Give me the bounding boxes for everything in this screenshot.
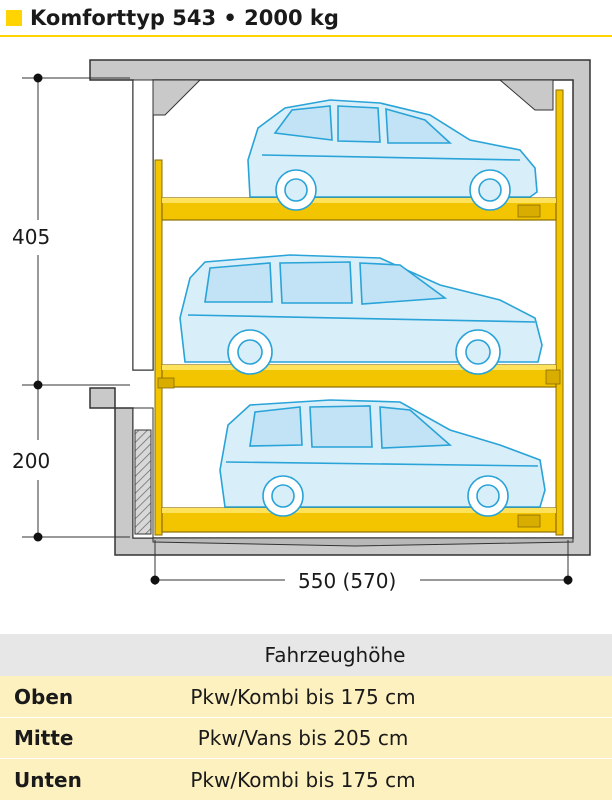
header: Komforttyp 543 • 2000 kg: [0, 0, 612, 40]
header-rule: [0, 35, 612, 37]
accent-square: [6, 10, 22, 26]
table-header-row: Fahrzeughöhe: [0, 634, 612, 677]
platform-middle: [157, 364, 561, 389]
car-bottom-icon: [219, 399, 546, 517]
dimension-height-pit: 200: [12, 449, 50, 473]
lift-posts: [154, 89, 564, 536]
platform-top: [161, 197, 557, 221]
hatched-wall: [134, 429, 152, 535]
table-row: Mitte Pkw/Vans bis 205 cm: [0, 716, 612, 759]
dimension-height-total: 405: [12, 225, 50, 249]
concrete-structure: [89, 59, 591, 556]
car-top-icon: [247, 99, 538, 211]
level-label: Oben: [14, 684, 74, 709]
level-value: Pkw/Kombi bis 175 cm: [134, 758, 612, 800]
car-middle-icon: [179, 254, 543, 375]
table-header: Fahrzeughöhe: [264, 643, 406, 668]
level-label: Mitte: [0, 716, 134, 759]
table-row: Oben Pkw/Kombi bis 175 cm: [0, 676, 612, 718]
table-row: Unten Pkw/Kombi bis 175 cm: [0, 758, 612, 800]
page-title: Komforttyp 543 • 2000 kg: [30, 6, 339, 30]
dimension-width: 550 (570): [298, 569, 396, 593]
level-value: Pkw/Vans bis 205 cm: [134, 716, 612, 759]
level-value: Pkw/Kombi bis 175 cm: [190, 684, 416, 709]
level-label: Unten: [0, 758, 134, 800]
dimension-lines: [22, 73, 573, 585]
vehicle-height-table: Fahrzeughöhe Oben Pkw/Kombi bis 175 cm M…: [0, 634, 612, 800]
parking-system-diagram: 405 200 550 (570): [12, 59, 591, 593]
